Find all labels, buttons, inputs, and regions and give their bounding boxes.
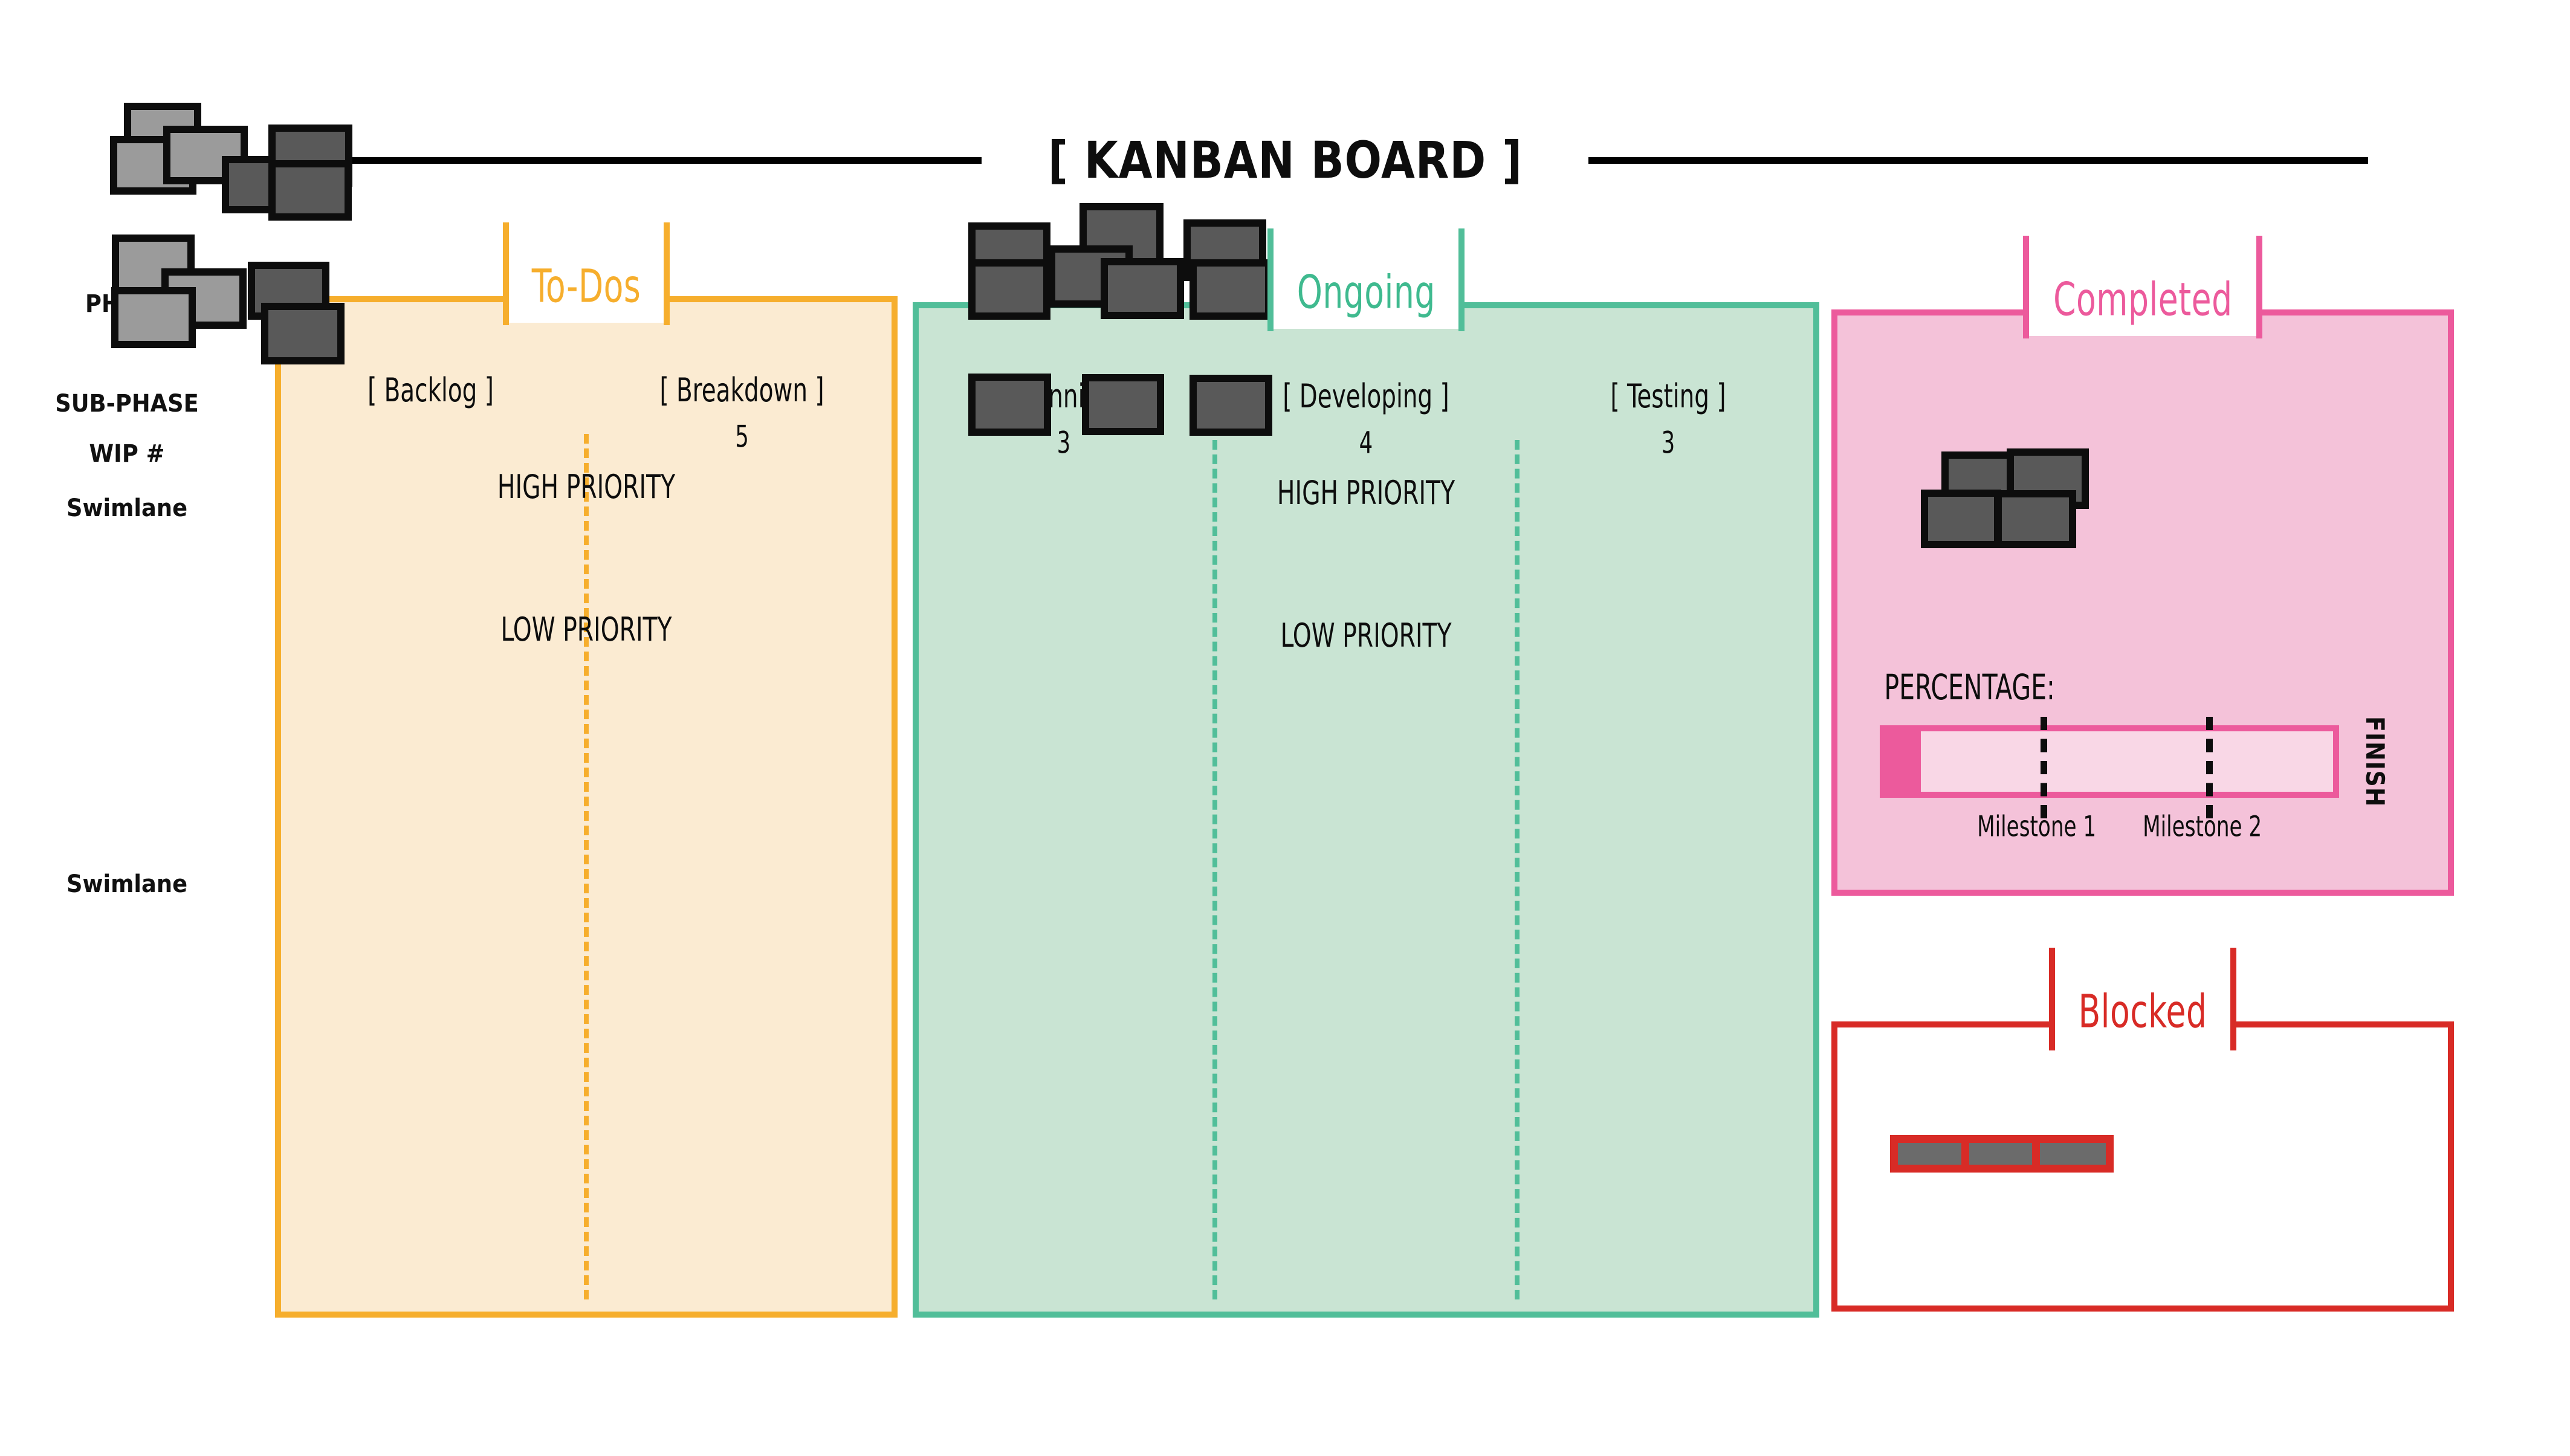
task-card[interactable] — [1995, 490, 2076, 548]
swimlane-label-high-todos: HIGH PRIORITY — [497, 467, 676, 506]
task-card[interactable] — [268, 160, 352, 221]
sub-phase-label-developing[interactable]: [ Developing ] — [1283, 377, 1449, 415]
board-title-row: [ KANBAN BOARD ] — [0, 127, 2570, 193]
blocked-card[interactable] — [1890, 1135, 1971, 1173]
task-card[interactable] — [1190, 259, 1272, 320]
milestone-tick-2 — [2206, 717, 2213, 818]
milestone-label-1: Milestone 1 — [1977, 810, 2097, 844]
sub-phase-label-breakdown[interactable]: [ Breakdown ] — [659, 370, 824, 409]
task-card[interactable] — [163, 126, 248, 184]
task-card[interactable] — [1190, 375, 1272, 436]
title-rule-right — [1588, 157, 2369, 164]
task-card[interactable] — [261, 303, 345, 364]
task-card[interactable] — [1082, 374, 1164, 435]
blocked-card[interactable] — [1961, 1135, 2043, 1173]
row-label-wip: WIP # — [89, 440, 165, 468]
task-card[interactable] — [968, 259, 1050, 320]
wip-value-developing: 4 — [1359, 425, 1373, 461]
row-label-swimlane-bottom: Swimlane — [66, 870, 188, 898]
milestone-tick-1 — [2041, 717, 2047, 818]
swimlane-label-high-ongoing: HIGH PRIORITY — [1277, 473, 1455, 512]
sub-phase-divider — [1212, 440, 1217, 1299]
percentage-label: PERCENTAGE: — [1884, 667, 2055, 708]
task-card[interactable] — [1921, 490, 2001, 548]
finish-label: FINISH — [2360, 716, 2390, 807]
phase-column-completed[interactable]: Completed — [1831, 236, 2454, 896]
sub-phase-label-backlog[interactable]: [ Backlog ] — [367, 370, 494, 409]
swimlane-label-low-todos: LOW PRIORITY — [500, 610, 672, 649]
row-label-sub-phase: SUB-PHASE — [55, 390, 199, 418]
wip-value-testing: 3 — [1661, 425, 1675, 461]
task-card[interactable] — [968, 374, 1051, 436]
sub-phase-label-testing[interactable]: [ Testing ] — [1610, 377, 1726, 415]
progress-bar-track[interactable] — [1880, 717, 2339, 818]
phase-body-completed — [1831, 309, 2454, 896]
milestone-label-2: Milestone 2 — [2142, 810, 2262, 844]
wip-value-planning: 3 — [1057, 425, 1071, 461]
sub-phase-divider — [584, 434, 589, 1299]
wip-value-breakdown: 5 — [735, 419, 749, 455]
sub-phase-divider — [1514, 440, 1520, 1299]
row-label-swimlane-top: Swimlane — [66, 494, 188, 522]
title-rule-left — [201, 157, 982, 164]
phase-column-ongoing[interactable]: [ Planning ] 3 [ Developing ] 4 [ Testin… — [913, 203, 1819, 1318]
task-card[interactable] — [1101, 258, 1184, 319]
phase-column-todos[interactable]: [ Backlog ] [ Breakdown ] 5 HIGH PRIORIT… — [110, 103, 898, 1318]
task-card[interactable] — [111, 287, 196, 348]
phase-column-blocked[interactable]: Blocked — [1831, 948, 2454, 1312]
swimlane-label-low-ongoing: LOW PRIORITY — [1280, 616, 1452, 655]
page-title: [ KANBAN BOARD ] — [1047, 131, 1523, 190]
progress-bar-fill — [1880, 725, 1921, 798]
blocked-card[interactable] — [2032, 1135, 2114, 1173]
